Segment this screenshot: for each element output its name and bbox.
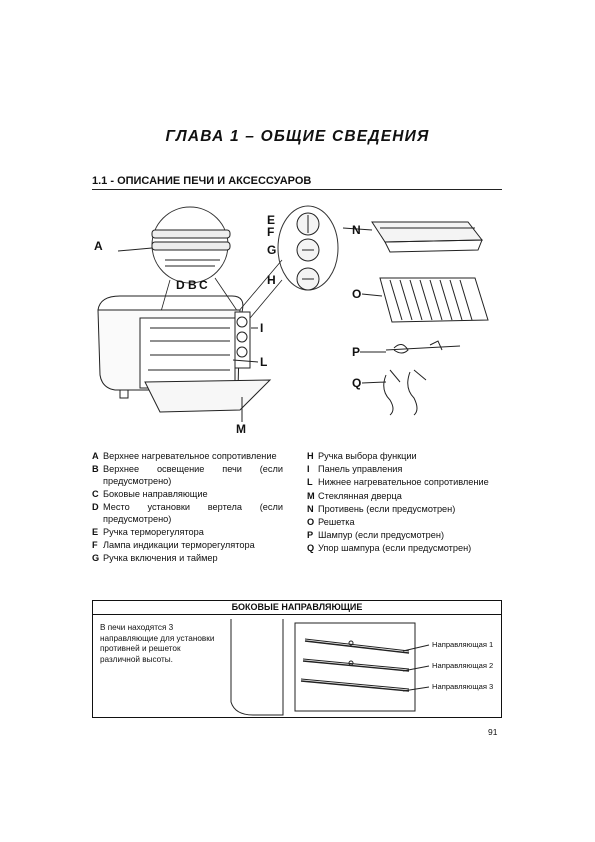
label-i: I <box>260 321 263 335</box>
side-guides-box: БОКОВЫЕ НАПРАВЛЯЮЩИЕ В печи находятся 3 … <box>92 600 502 718</box>
label-g: G <box>267 243 276 257</box>
label-p: P <box>352 345 360 359</box>
label-h: H <box>267 273 276 287</box>
page-number: 91 <box>488 727 498 737</box>
part-labels: A D B C E F G H I L M N O P Q <box>94 213 361 436</box>
chapter-title: ГЛАВА 1 – ОБЩИЕ СВЕДЕНИЯ <box>165 128 430 145</box>
box-title: БОКОВЫЕ НАПРАВЛЯЮЩИЕ <box>231 602 363 612</box>
label-m: M <box>236 422 246 436</box>
section-title: 1.1 - ОПИСАНИЕ ПЕЧИ И АКСЕССУАРОВ <box>92 175 312 187</box>
leader-a <box>117 247 153 252</box>
control-panel-zoom <box>277 205 339 291</box>
section-divider <box>92 189 502 190</box>
label-a: A <box>94 239 103 253</box>
guide-label-1: Направляющая 1 <box>432 640 494 649</box>
guide-label-2: Направляющая 2 <box>432 661 494 670</box>
label-l: L <box>260 355 267 369</box>
label-c: C <box>199 278 208 292</box>
oven-rack <box>379 277 489 323</box>
label-e: E <box>267 213 275 227</box>
spit-support <box>383 369 427 416</box>
label-d: D <box>176 278 185 292</box>
guides-diagram <box>230 619 430 716</box>
guide-label-3: Направляющая 3 <box>432 682 494 691</box>
label-b: B <box>188 278 197 292</box>
label-o: O <box>352 287 361 301</box>
heating-element-zoom <box>151 206 231 284</box>
baking-tray <box>371 221 484 253</box>
box-divider <box>93 614 501 615</box>
label-q: Q <box>352 376 361 390</box>
oven-diagram: A D B C E F G H I L M N O P Q <box>94 205 489 436</box>
oven-body <box>97 295 272 413</box>
rotisserie-spit <box>385 340 461 354</box>
box-description: В печи находятся 3 направляющие для уста… <box>100 623 215 664</box>
label-f: F <box>267 225 274 239</box>
label-n: N <box>352 223 361 237</box>
